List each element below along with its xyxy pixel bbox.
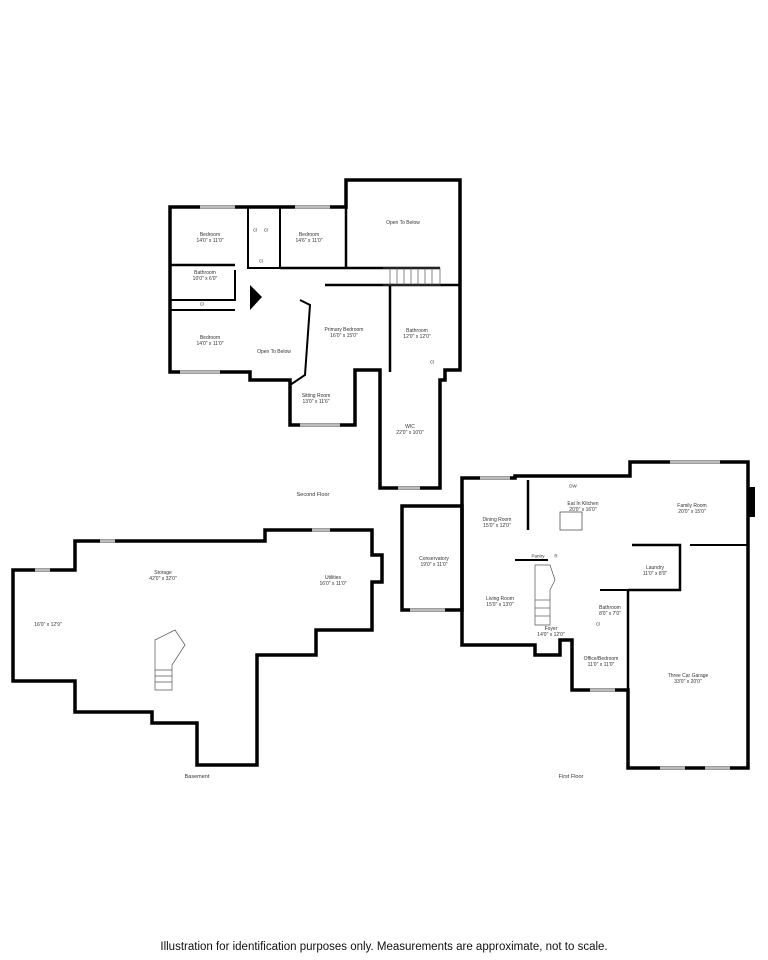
- room-name: WIC: [405, 424, 415, 430]
- room-dimensions: 14'6" x 11'0": [295, 238, 323, 244]
- room-name: Storage: [154, 570, 172, 576]
- room-name: Bedroom: [298, 232, 320, 238]
- room-label-wic: WIC 22'0" x 10'0": [396, 424, 423, 436]
- room-dimensions: 15'0" x 12'0": [483, 523, 511, 529]
- closet-label: Cl: [429, 359, 435, 365]
- room-label-three-car-garage: Three Car Garage 33'0" x 20'0": [668, 673, 709, 685]
- room-label-basement-area: 16'0" x 12'9": [34, 622, 61, 628]
- room-label-storage: Storage 42'0" x 32'0": [149, 570, 176, 582]
- room-name: Eat In Kitchen: [567, 501, 599, 507]
- room-label-laundry: Laundry 11'0" x 8'0": [643, 565, 667, 577]
- room-label-open-to-below-2: Open To Below: [257, 349, 291, 355]
- kitchen-island: [559, 511, 583, 531]
- floor-label-basement: Basement: [184, 774, 210, 780]
- room-dimensions: 16'0" x 12'9": [34, 622, 62, 628]
- room-dimensions: 8'0" x 7'0": [599, 611, 621, 617]
- room-dimensions: 11'0" x 11'0": [587, 662, 615, 668]
- room-name: Bedroom: [199, 335, 221, 341]
- stair-landing-icon: [250, 285, 262, 310]
- room-name: Office/Bedroom: [583, 656, 619, 662]
- room-label-bedroom-1: Bedroom 14'0" x 11'0": [196, 232, 223, 244]
- room-dimensions: 22'0" x 10'0": [396, 430, 424, 436]
- room-label-living-room: Living Room 15'0" x 13'0": [486, 596, 514, 608]
- room-label-office-bedroom: Office/Bedroom 11'0" x 11'0": [584, 656, 619, 668]
- room-name: Foyer: [544, 626, 558, 632]
- refrigerator-label: R: [554, 553, 558, 559]
- floor-label-second: Second Floor: [296, 492, 330, 498]
- room-name: Bathroom: [194, 270, 216, 276]
- closet-label: Cl: [252, 227, 258, 233]
- room-name: Dining Room: [482, 517, 512, 523]
- room-name: Bathroom: [406, 328, 428, 334]
- room-label-primary-bathroom: Bathroom 12'0" x 12'0": [403, 328, 430, 340]
- room-dimensions: 42'0" x 32'0": [149, 576, 177, 582]
- room-label-sitting-room: Sitting Room 13'0" x 11'6": [302, 393, 331, 405]
- pantry-label: Pantry: [531, 553, 545, 559]
- closet-label: Cl: [595, 621, 601, 627]
- room-label-foyer: Foyer 14'0" x 12'0": [537, 626, 564, 638]
- room-label-eat-in-kitchen: Eat In Kitchen 20'0" x 16'0": [567, 501, 598, 513]
- room-name: Sitting Room: [301, 393, 331, 399]
- room-name: Utilities: [324, 575, 342, 581]
- floor-label-first: First Floor: [558, 774, 584, 780]
- disclaimer-text: Illustration for identification purposes…: [160, 941, 608, 953]
- room-name: Family Room: [677, 503, 707, 509]
- room-label-open-to-below-1: Open To Below: [386, 220, 420, 226]
- room-label-bathroom-2f: Bathroom 10'0" x 6'0": [193, 270, 218, 282]
- room-name: Three Car Garage: [667, 673, 709, 679]
- room-name: Open To Below: [386, 220, 420, 226]
- room-dimensions: 11'0" x 8'0": [642, 571, 668, 577]
- fireplace-icon: [748, 487, 755, 517]
- room-dimensions: 14'0" x 12'0": [537, 632, 565, 638]
- room-dimensions: 12'0" x 12'0": [403, 334, 431, 340]
- room-name: Conservatory: [419, 556, 449, 562]
- room-label-dining-room: Dining Room 15'0" x 12'0": [483, 517, 512, 529]
- stairs-icon: [534, 564, 556, 626]
- room-label-bathroom-1f: Bathroom 8'0" x 7'0": [599, 605, 621, 617]
- room-dimensions: 20'0" x 16'0": [569, 507, 597, 513]
- room-label-utilities: Utilities 16'0" x 11'0": [319, 575, 346, 587]
- first-floor-walls: [400, 460, 750, 770]
- room-label-bedroom-2: Bedroom 14'6" x 11'0": [295, 232, 322, 244]
- room-name: Primary Bedroom: [324, 327, 364, 333]
- room-dimensions: 16'0" x 15'0": [330, 333, 358, 339]
- room-name: Open To Below: [257, 349, 291, 355]
- room-dimensions: 14'0" x 11'0": [196, 238, 224, 244]
- room-dimensions: 10'0" x 6'0": [192, 276, 218, 282]
- room-label-conservatory: Conservatory 19'0" x 11'0": [419, 556, 449, 568]
- basement-walls: [11, 528, 384, 767]
- room-name: Laundry: [645, 565, 665, 571]
- room-dimensions: 16'0" x 11'0": [319, 581, 347, 587]
- stairs-icon: [154, 629, 186, 691]
- room-label-family-room: Family Room 20'0" x 15'0": [677, 503, 706, 515]
- room-dimensions: 33'0" x 20'0": [674, 679, 702, 685]
- stairs-icon: [383, 267, 441, 286]
- room-dimensions: 20'0" x 15'0": [678, 509, 706, 515]
- room-name: Bathroom: [599, 605, 621, 611]
- closet-label: Cl: [258, 258, 264, 264]
- dishwasher-label: DW: [569, 483, 577, 489]
- room-label-bedroom-3: Bedroom 14'0" x 11'0": [196, 335, 223, 347]
- second-floor-walls: [168, 178, 462, 490]
- closet-label: Cl: [199, 301, 205, 307]
- room-name: Living Room: [486, 596, 514, 602]
- closet-label: Cl: [263, 227, 269, 233]
- room-label-primary-bedroom: Primary Bedroom 16'0" x 15'0": [325, 327, 364, 339]
- room-dimensions: 15'0" x 13'0": [486, 602, 514, 608]
- room-dimensions: 13'0" x 11'6": [302, 399, 330, 405]
- room-dimensions: 14'0" x 11'0": [196, 341, 224, 347]
- room-name: Bedroom: [199, 232, 221, 238]
- room-dimensions: 19'0" x 11'0": [420, 562, 448, 568]
